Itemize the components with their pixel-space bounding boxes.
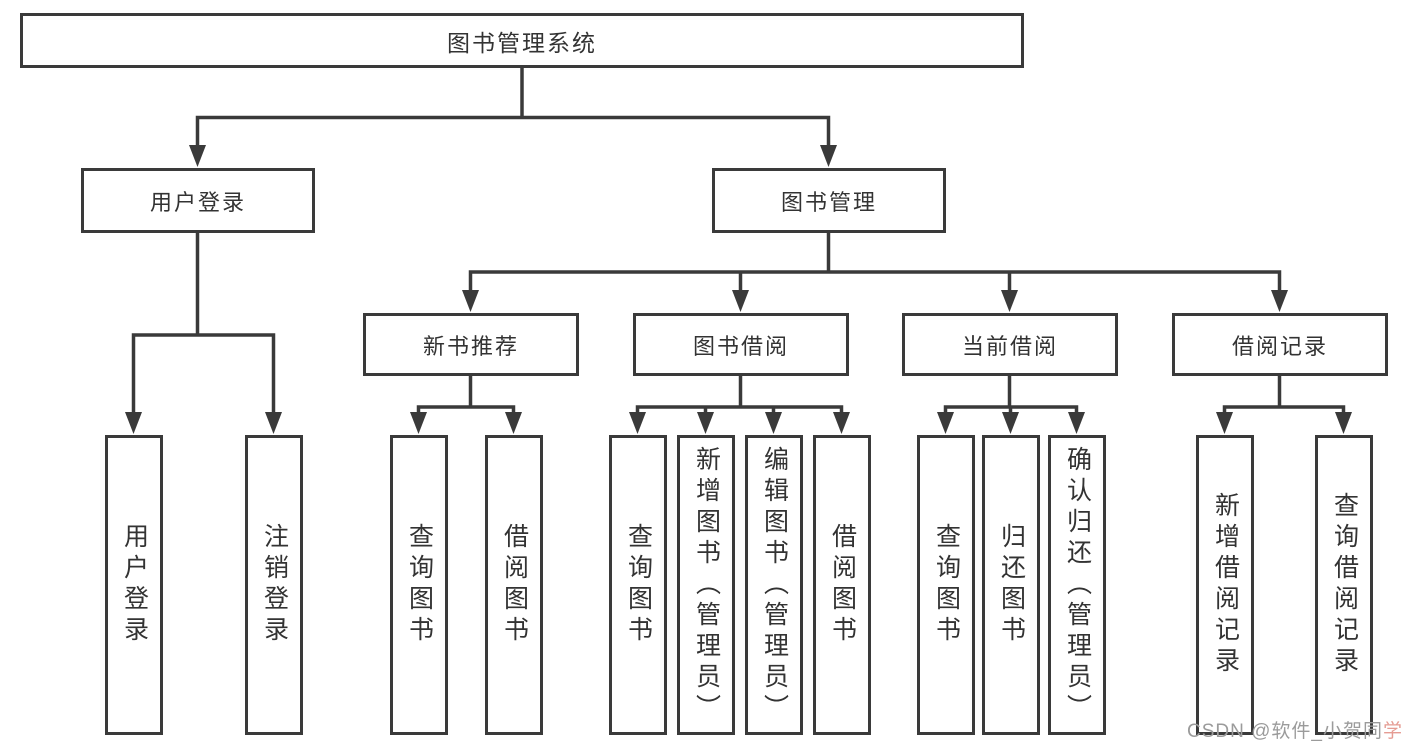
node-book-borrow: 图书借阅 — [633, 313, 849, 376]
node-label: 新书推荐 — [422, 333, 519, 359]
leaf-query-books-current: 查询图书 — [917, 435, 975, 735]
watermark-text-pink: 学 — [1382, 721, 1403, 742]
leaf-query-borrow-record: 查询借阅记录 — [1315, 435, 1373, 735]
leaf-query-books-recommend: 查询图书 — [390, 435, 448, 735]
node-label: 图书管理 — [780, 189, 877, 215]
leaf-add-borrow-record: 新增借阅记录 — [1196, 435, 1254, 735]
node-current-borrow: 当前借阅 — [902, 313, 1118, 376]
node-label: 用户登录 — [120, 523, 149, 647]
node-label: 查询图书 — [624, 523, 653, 647]
node-label: 新增借阅记录 — [1211, 492, 1240, 678]
node-label: 用户登录 — [149, 189, 246, 215]
leaf-confirm-return-admin: 确认归还（管理员） — [1048, 435, 1106, 735]
node-new-book-recommend: 新书推荐 — [363, 313, 579, 376]
leaf-query-books-borrow: 查询图书 — [609, 435, 667, 735]
node-borrow-records: 借阅记录 — [1172, 313, 1388, 376]
node-book-management: 图书管理 — [712, 168, 946, 233]
leaf-return-book: 归还图书 — [982, 435, 1040, 735]
node-label: 借阅记录 — [1231, 333, 1328, 359]
node-label: 新增图书（管理员） — [692, 445, 721, 725]
leaf-borrow-books: 借阅图书 — [813, 435, 871, 735]
node-label: 借阅图书 — [500, 523, 529, 647]
node-label: 图书借阅 — [692, 333, 789, 359]
leaf-user-login: 用户登录 — [105, 435, 163, 735]
arrowheads — [125, 145, 1352, 434]
node-label: 注销登录 — [260, 523, 289, 647]
leaf-logout: 注销登录 — [245, 435, 303, 735]
node-label: 确认归还（管理员） — [1063, 445, 1092, 725]
node-label: 编辑图书（管理员） — [760, 445, 789, 725]
node-label: 图书管理系统 — [447, 29, 597, 56]
node-label: 查询借阅记录 — [1330, 492, 1359, 678]
node-label: 当前借阅 — [961, 333, 1058, 359]
leaf-borrow-books-recommend: 借阅图书 — [485, 435, 543, 735]
watermark-text: CSDN @软件_小贺同 — [1187, 721, 1383, 742]
node-label: 查询图书 — [405, 523, 434, 647]
node-user-login: 用户登录 — [81, 168, 315, 233]
node-label: 借阅图书 — [828, 523, 857, 647]
leaf-add-book-admin: 新增图书（管理员） — [677, 435, 735, 735]
node-label: 归还图书 — [997, 523, 1026, 647]
leaf-edit-book-admin: 编辑图书（管理员） — [745, 435, 803, 735]
csdn-watermark: CSDN @软件_小贺同学 — [1187, 716, 1403, 743]
node-root-library-system: 图书管理系统 — [20, 13, 1024, 68]
node-label: 查询图书 — [932, 523, 961, 647]
